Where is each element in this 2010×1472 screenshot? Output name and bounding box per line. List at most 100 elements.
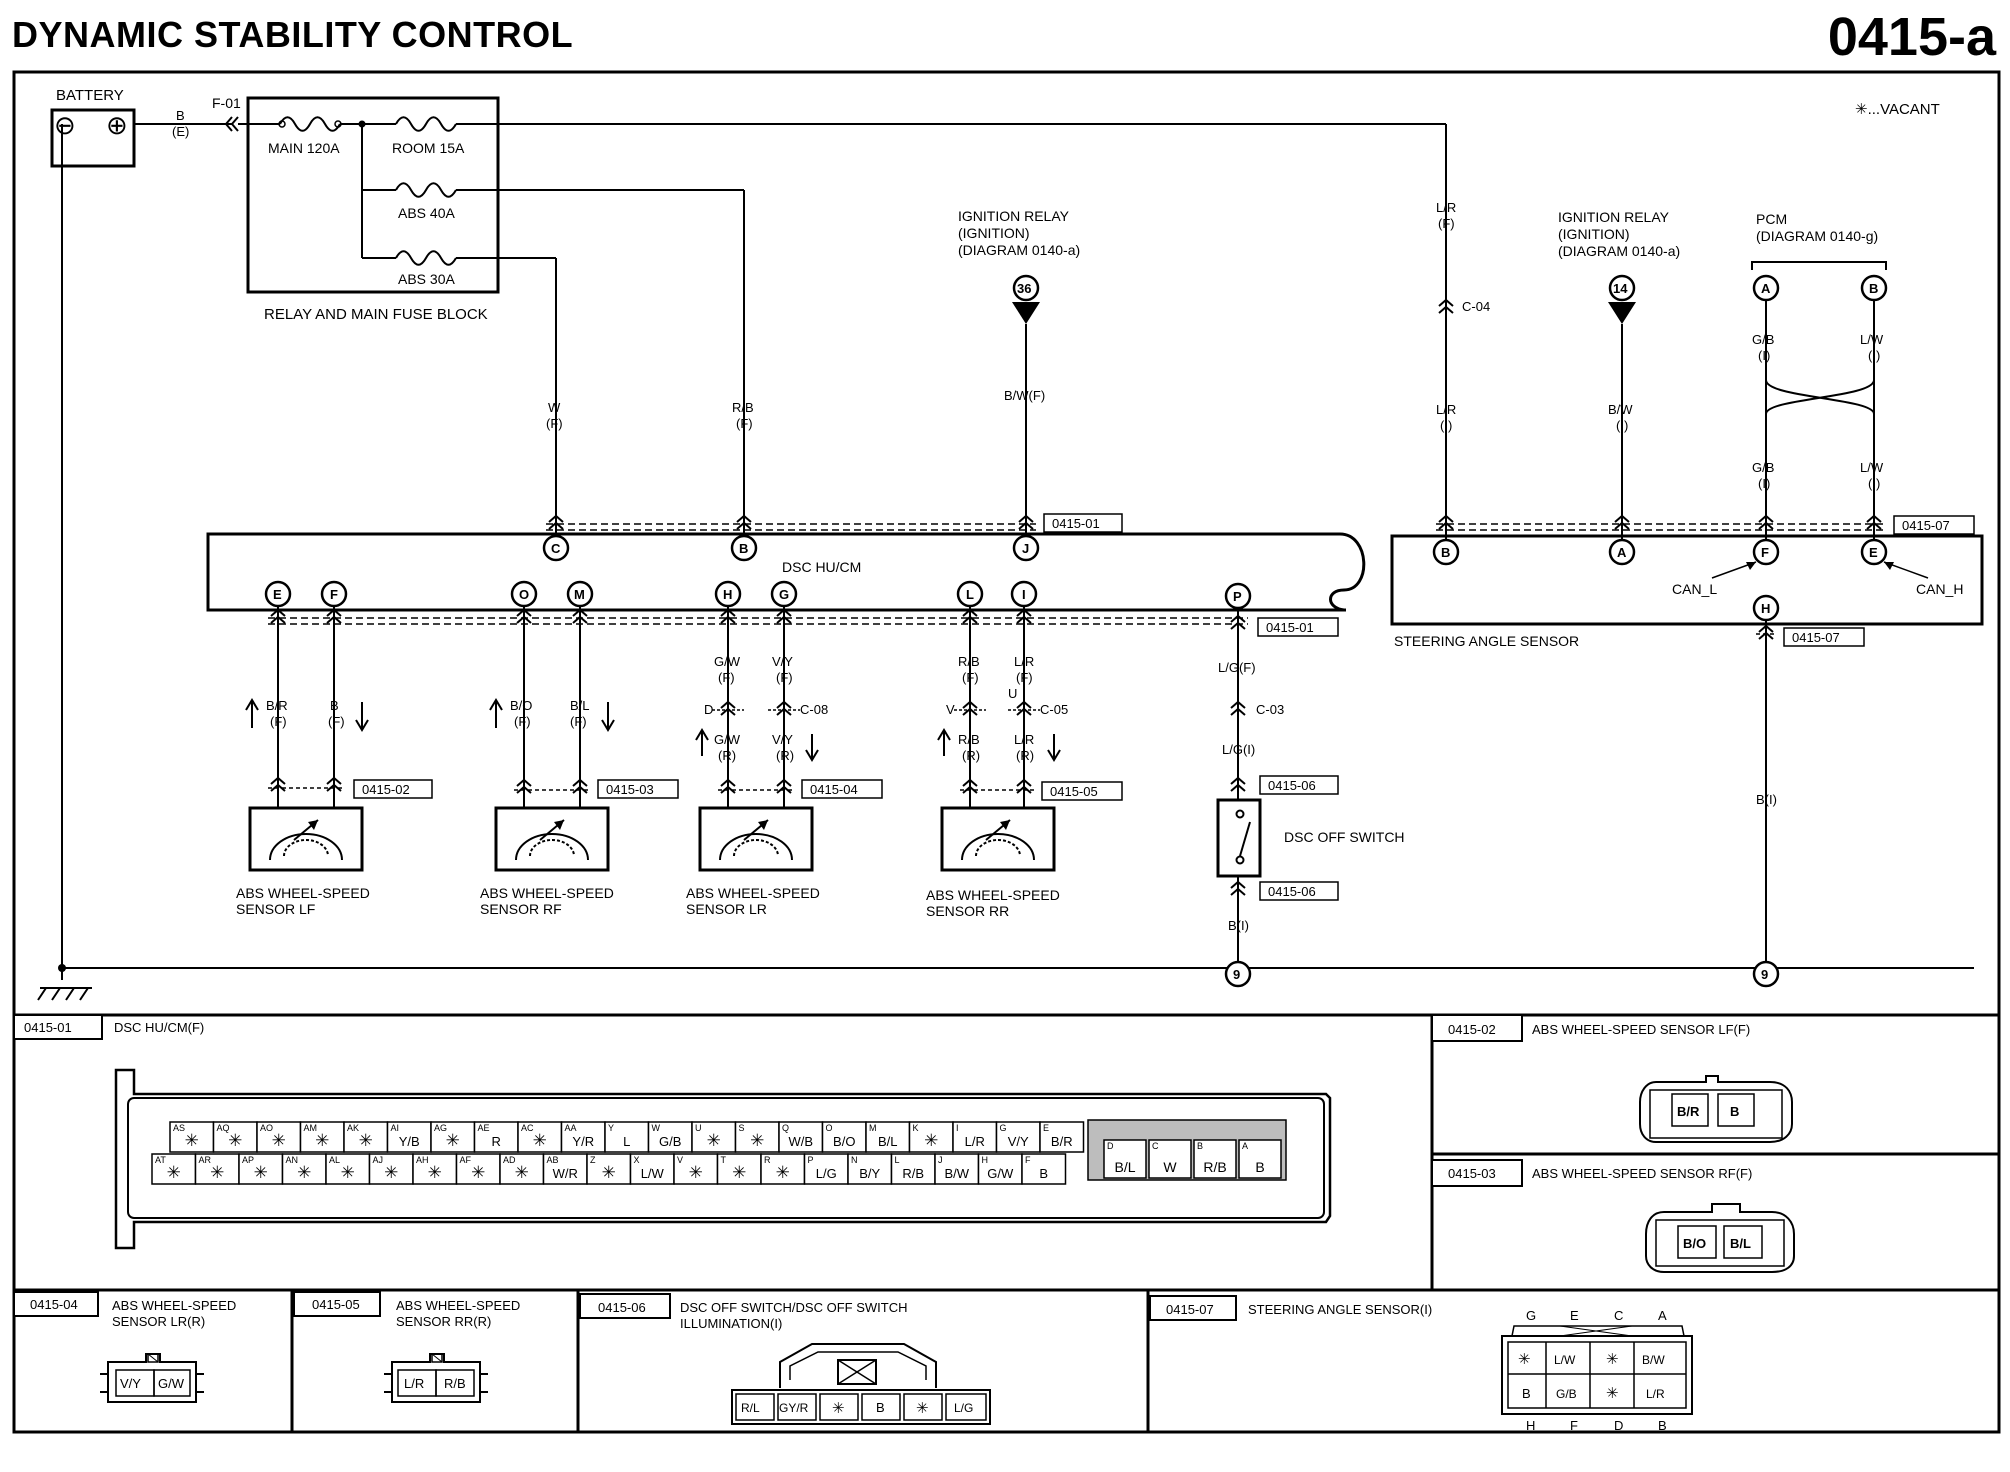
pin-label-AI: AI bbox=[391, 1123, 400, 1133]
svg-text:ABS WHEEL-SPEED: ABS WHEEL-SPEED bbox=[112, 1298, 236, 1313]
svg-text:F-01: F-01 bbox=[212, 95, 241, 111]
svg-text:0415-01: 0415-01 bbox=[24, 1020, 72, 1035]
pin-color-S: ✳ bbox=[750, 1131, 764, 1150]
svg-text:SENSOR RR(R): SENSOR RR(R) bbox=[396, 1314, 491, 1329]
svg-text:A: A bbox=[1617, 545, 1627, 560]
svg-text:(DIAGRAM 0140-a): (DIAGRAM 0140-a) bbox=[1558, 243, 1680, 259]
pin-cell-G bbox=[995, 1121, 1041, 1153]
ignition-relay-1: IGNITION RELAY (IGNITION) (DIAGRAM 0140-… bbox=[958, 208, 1080, 548]
svg-text:G/B: G/B bbox=[1752, 332, 1774, 347]
svg-text:(F): (F) bbox=[962, 670, 979, 685]
svg-text:C: C bbox=[1614, 1308, 1623, 1323]
svg-text:(R): (R) bbox=[718, 748, 736, 763]
svg-text:J: J bbox=[1022, 541, 1029, 556]
svg-text:(DIAGRAM 0140-a): (DIAGRAM 0140-a) bbox=[958, 242, 1080, 258]
svg-text:(F): (F) bbox=[546, 416, 563, 431]
pin-label-AN: AN bbox=[286, 1155, 299, 1165]
pin-label-AP: AP bbox=[242, 1155, 254, 1165]
svg-text:G/W: G/W bbox=[714, 654, 741, 669]
pin-label-P: P bbox=[808, 1155, 814, 1165]
pin-label-AT: AT bbox=[155, 1155, 166, 1165]
svg-text:SENSOR RF: SENSOR RF bbox=[480, 901, 562, 917]
svg-text:(E): (E) bbox=[172, 124, 189, 139]
pin-label-E: E bbox=[1043, 1123, 1049, 1133]
pin-color-G: V/Y bbox=[1008, 1134, 1029, 1149]
pin-cell-N bbox=[847, 1153, 893, 1185]
vacant-legend: ✳...VACANT bbox=[1855, 101, 1940, 118]
svg-text:O: O bbox=[519, 587, 529, 602]
pin-color-W: G/B bbox=[659, 1134, 681, 1149]
svg-text:CAN_L: CAN_L bbox=[1672, 581, 1717, 597]
svg-text:G/W: G/W bbox=[158, 1376, 185, 1391]
svg-text:B: B bbox=[739, 541, 748, 556]
pin-label-A: A bbox=[1242, 1141, 1248, 1151]
svg-text:L: L bbox=[966, 587, 974, 602]
svg-text:E: E bbox=[273, 587, 282, 602]
svg-text:B/O: B/O bbox=[1683, 1236, 1706, 1251]
svg-text:ABS WHEEL-SPEED: ABS WHEEL-SPEED bbox=[480, 885, 614, 901]
svg-text:SENSOR RR: SENSOR RR bbox=[926, 903, 1009, 919]
svg-text:W: W bbox=[548, 400, 561, 415]
fuse-abs-30a: ABS 30A bbox=[398, 271, 455, 287]
dsc-hu-cm-module: DSC HU/CM C B J E F O M H G L I P bbox=[206, 532, 1366, 612]
pin-color-R: ✳ bbox=[776, 1163, 790, 1182]
pin-label-L: L bbox=[895, 1155, 900, 1165]
pin-cell-A bbox=[1238, 1139, 1282, 1179]
pin-color-U: ✳ bbox=[707, 1131, 721, 1150]
pin-label-V: V bbox=[677, 1155, 683, 1165]
pin-cell-E bbox=[1039, 1121, 1085, 1153]
svg-text:DSC HU/CM: DSC HU/CM bbox=[782, 559, 861, 575]
pin-cell-B bbox=[1193, 1139, 1237, 1179]
svg-text:L/R: L/R bbox=[1436, 200, 1456, 215]
pin-color-AS: ✳ bbox=[185, 1131, 199, 1150]
svg-text:B/L: B/L bbox=[570, 698, 590, 713]
svg-text:H: H bbox=[1761, 601, 1770, 616]
svg-text:0415-07: 0415-07 bbox=[1166, 1302, 1214, 1317]
svg-text:F: F bbox=[1570, 1418, 1578, 1433]
panel-0415-06: 0415-06 DSC OFF SWITCH/DSC OFF SWITCH IL… bbox=[579, 1293, 991, 1425]
pin-color-L: R/B bbox=[902, 1166, 924, 1181]
pin-label-S: S bbox=[739, 1123, 745, 1133]
pin-cell-Q bbox=[778, 1121, 824, 1153]
svg-text:B: B bbox=[330, 698, 339, 713]
pin-color-F: B bbox=[1039, 1166, 1048, 1181]
pin-label-J: J bbox=[938, 1155, 943, 1165]
pin-label-O: O bbox=[826, 1123, 833, 1133]
pin-label-G: G bbox=[1000, 1123, 1007, 1133]
svg-text:0415-06: 0415-06 bbox=[1268, 778, 1316, 793]
svg-text:0415-02: 0415-02 bbox=[362, 782, 410, 797]
pin-color-J: B/W bbox=[944, 1166, 969, 1181]
pin-color-AH: ✳ bbox=[428, 1163, 442, 1182]
svg-text:ABS WHEEL-SPEED: ABS WHEEL-SPEED bbox=[686, 885, 820, 901]
pin-color-AN: ✳ bbox=[297, 1163, 311, 1182]
pin-label-N: N bbox=[851, 1155, 858, 1165]
svg-text:I: I bbox=[1022, 587, 1026, 602]
svg-text:(F): (F) bbox=[776, 670, 793, 685]
pin-cell-AD bbox=[499, 1153, 545, 1185]
svg-text:ABS WHEEL-SPEED SENSOR LF(F): ABS WHEEL-SPEED SENSOR LF(F) bbox=[1532, 1022, 1750, 1037]
svg-text:C-05: C-05 bbox=[1040, 702, 1068, 717]
pin-color-X: L/W bbox=[641, 1166, 665, 1181]
pin-color-AK: ✳ bbox=[359, 1131, 373, 1150]
pin-cell-L bbox=[890, 1153, 936, 1185]
pin-label-AS: AS bbox=[173, 1123, 185, 1133]
pin-label-Y: Y bbox=[608, 1123, 614, 1133]
svg-text:L/W: L/W bbox=[1860, 332, 1884, 347]
svg-text:B/R: B/R bbox=[1677, 1104, 1700, 1119]
svg-text:M: M bbox=[574, 587, 585, 602]
relay-main-fuse-block: MAIN 120A ROOM 15A ABS 40A ABS 30A RELAY… bbox=[238, 96, 1446, 323]
svg-text:DSC HU/CM(F): DSC HU/CM(F) bbox=[114, 1020, 204, 1035]
pin-label-B: B bbox=[1197, 1141, 1203, 1151]
pin-color-N: B/Y bbox=[859, 1166, 880, 1181]
svg-text:STEERING ANGLE SENSOR: STEERING ANGLE SENSOR bbox=[1394, 633, 1579, 649]
svg-text:R/L: R/L bbox=[741, 1401, 760, 1415]
pin-cell-P bbox=[803, 1153, 849, 1185]
panel-0415-05: 0415-05 ABS WHEEL-SPEED SENSOR RR(R) L/R… bbox=[293, 1291, 520, 1403]
svg-text:ILLUMINATION(I): ILLUMINATION(I) bbox=[680, 1316, 782, 1331]
svg-text:(IGNITION): (IGNITION) bbox=[1558, 226, 1630, 242]
svg-text:(F): (F) bbox=[1438, 216, 1455, 231]
pin-label-AQ: AQ bbox=[217, 1123, 230, 1133]
svg-text:CAN_H: CAN_H bbox=[1916, 581, 1963, 597]
svg-text:R/B: R/B bbox=[958, 732, 980, 747]
svg-text:0415-05: 0415-05 bbox=[312, 1297, 360, 1312]
